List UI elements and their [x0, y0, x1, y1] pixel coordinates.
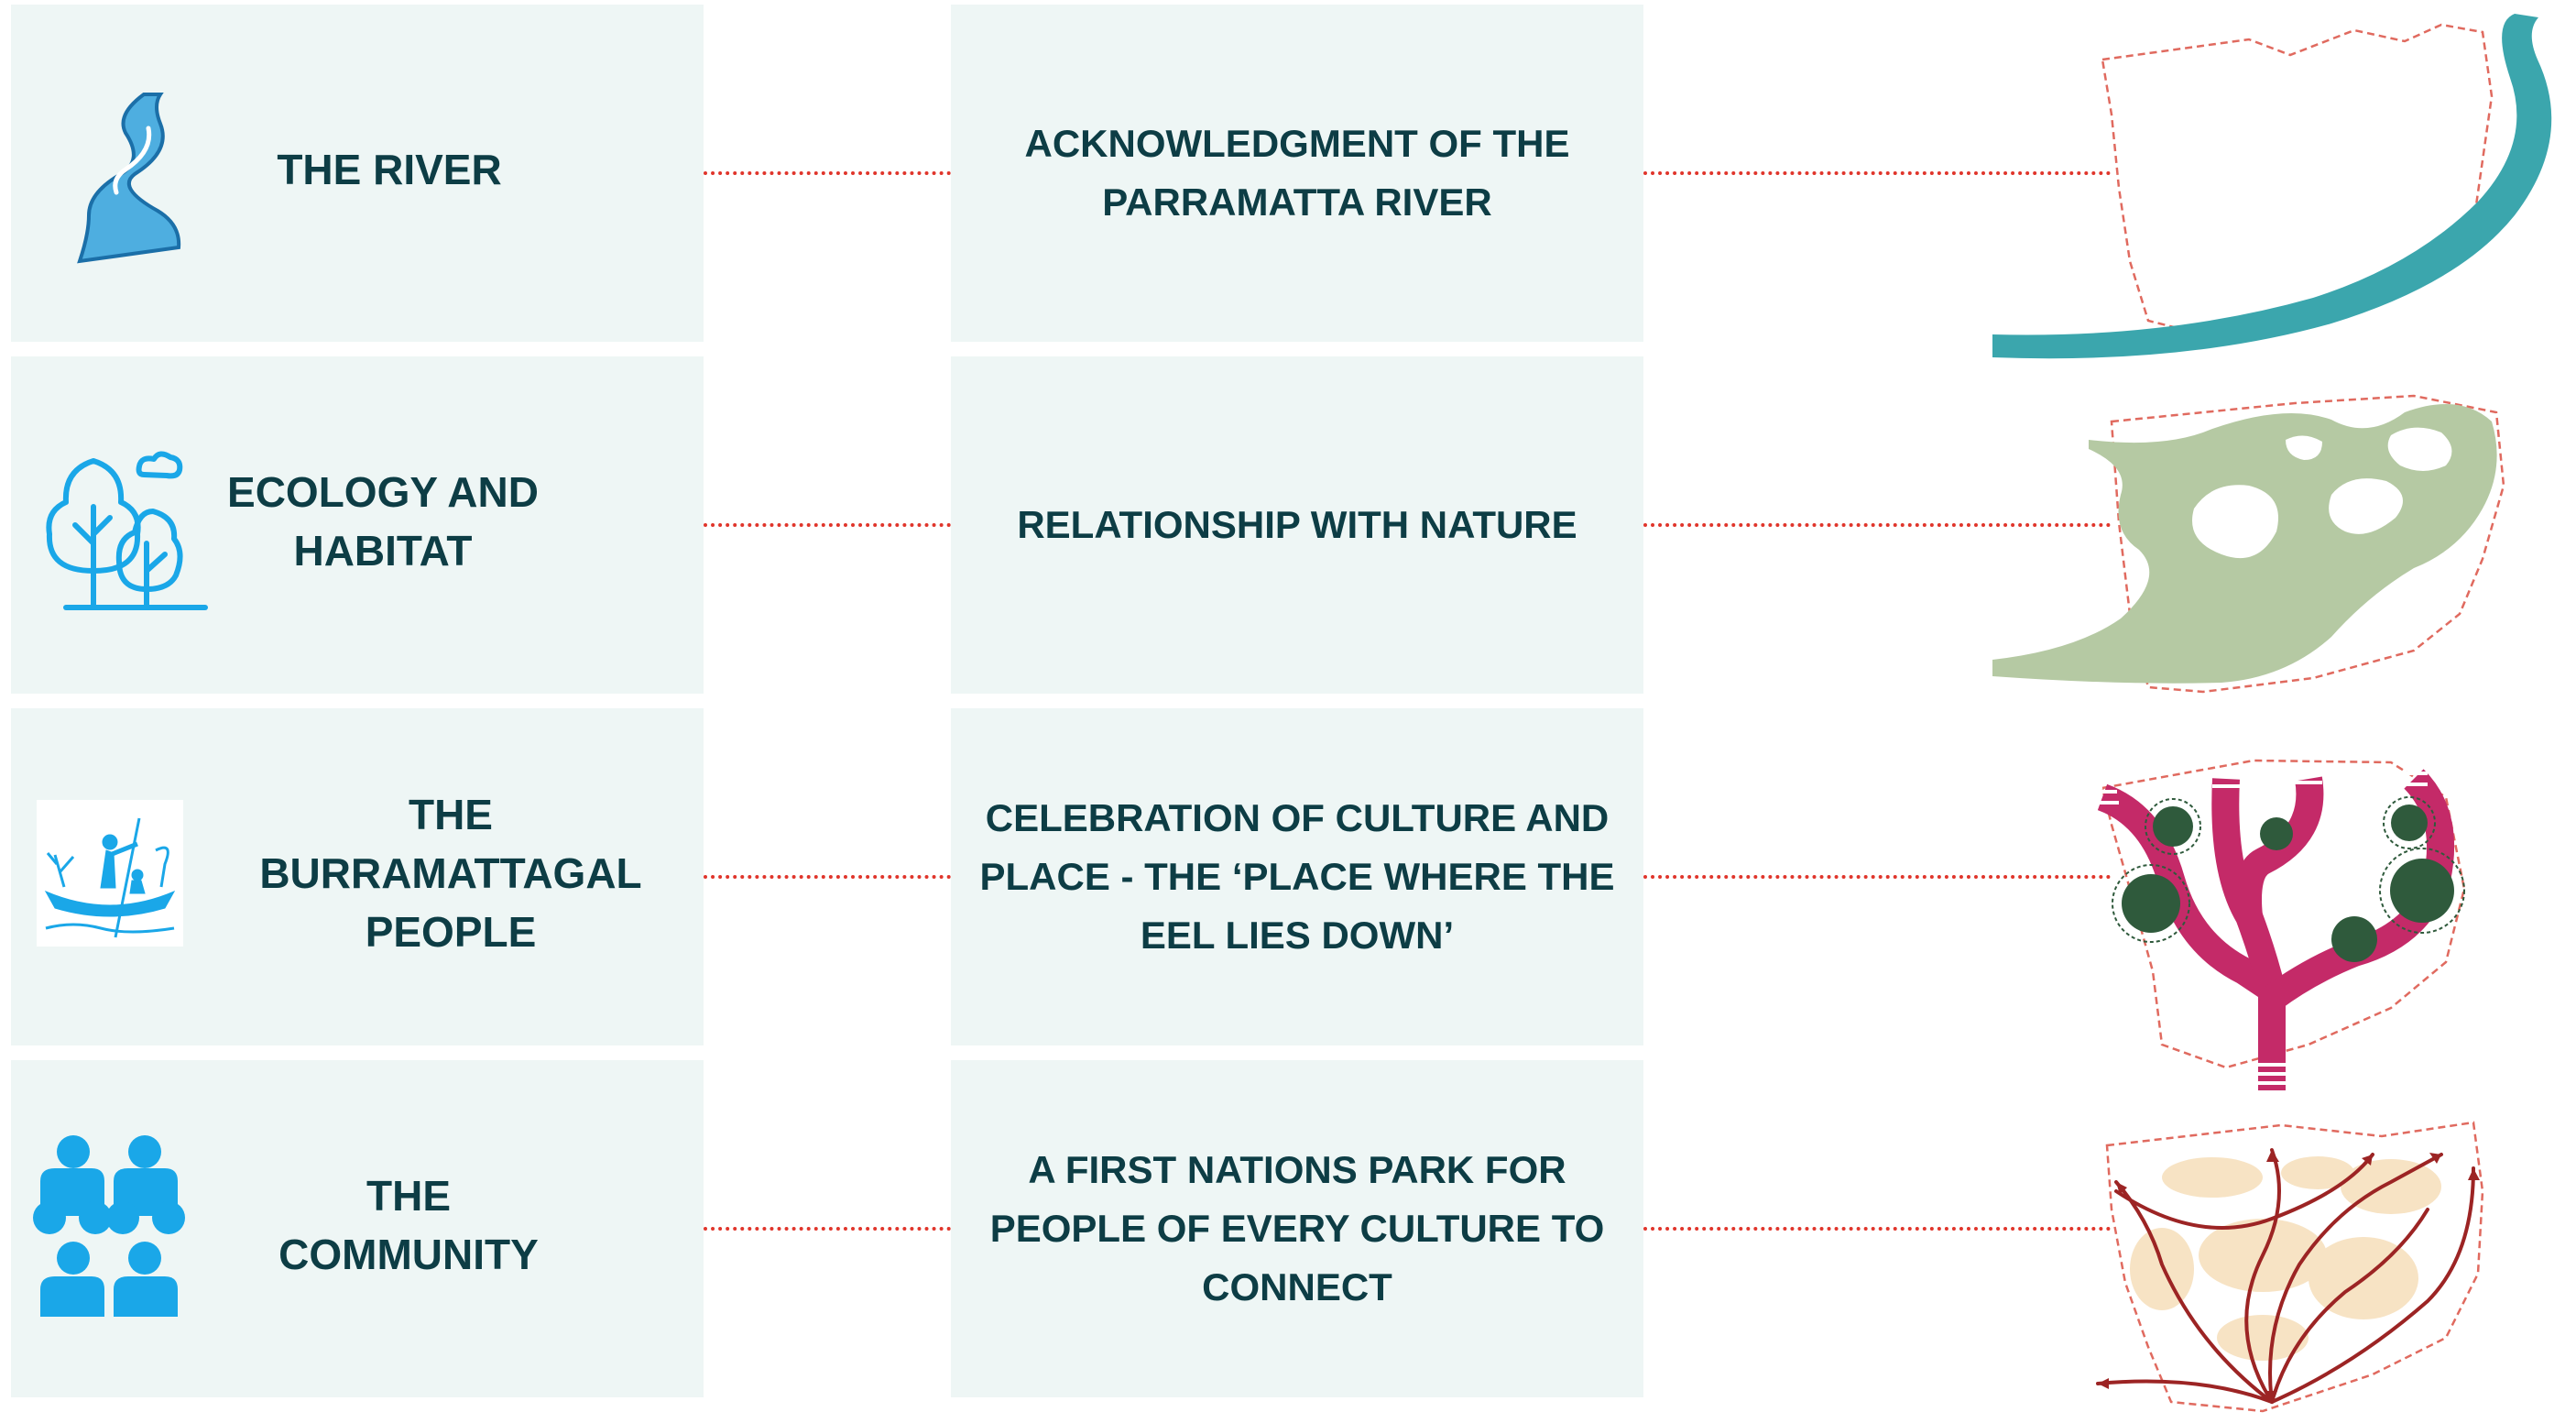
river-site-diagram	[1992, 14, 2552, 359]
trees-icon	[46, 451, 208, 610]
connector-community-right	[1643, 1227, 2111, 1231]
community-paths-site-diagram	[2096, 1121, 2484, 1413]
connector-river-right	[1643, 171, 2111, 175]
row-burramattagal-description-card: CELEBRATION OF CULTURE AND PLACE - THE ‘…	[951, 708, 1643, 1045]
connector-ecology-right	[1643, 523, 2111, 527]
row-river-title: THE RIVER	[277, 146, 502, 193]
row-burramattagal-description: CELEBRATION OF CULTURE AND PLACE - THE ‘…	[979, 796, 1615, 957]
connector-community-left	[704, 1227, 951, 1231]
row-community-theme-card: THE COMMUNITY	[11, 1060, 704, 1397]
canoe-fishing-icon	[37, 800, 183, 947]
eel-culture-site-diagram	[2093, 759, 2466, 1090]
connector-ecology-left	[704, 523, 951, 527]
row-ecology-title: ECOLOGY AND HABITAT	[227, 468, 539, 575]
row-ecology-description: RELATIONSHIP WITH NATURE	[1017, 503, 1577, 546]
connector-river-left	[704, 171, 951, 175]
row-river-description-card: ACKNOWLEDGMENT OF THE PARRAMATTA RIVER	[951, 5, 1643, 342]
row-river-description: ACKNOWLEDGMENT OF THE PARRAMATTA RIVER	[1024, 122, 1570, 224]
row-ecology-description-card: RELATIONSHIP WITH NATURE	[951, 356, 1643, 694]
community-people-icon	[33, 1135, 185, 1317]
habitat-site-diagram	[1992, 394, 2505, 694]
row-river-theme-card: THE RIVER	[11, 5, 704, 342]
row-community-description-card: A FIRST NATIONS PARK FOR PEOPLE OF EVERY…	[951, 1060, 1643, 1397]
row-burramattagal-theme-card: THE BURRAMATTAGAL PEOPLE	[11, 708, 704, 1045]
row-community-title: THE COMMUNITY	[278, 1172, 539, 1278]
row-ecology-theme-card: ECOLOGY AND HABITAT	[11, 356, 704, 694]
row-burramattagal-title: THE BURRAMATTAGAL PEOPLE	[259, 791, 642, 956]
connector-burramattagal-left	[704, 875, 951, 879]
river-icon	[77, 93, 181, 264]
connector-burramattagal-right	[1643, 875, 2111, 879]
row-community-description: A FIRST NATIONS PARK FOR PEOPLE OF EVERY…	[989, 1148, 1605, 1308]
